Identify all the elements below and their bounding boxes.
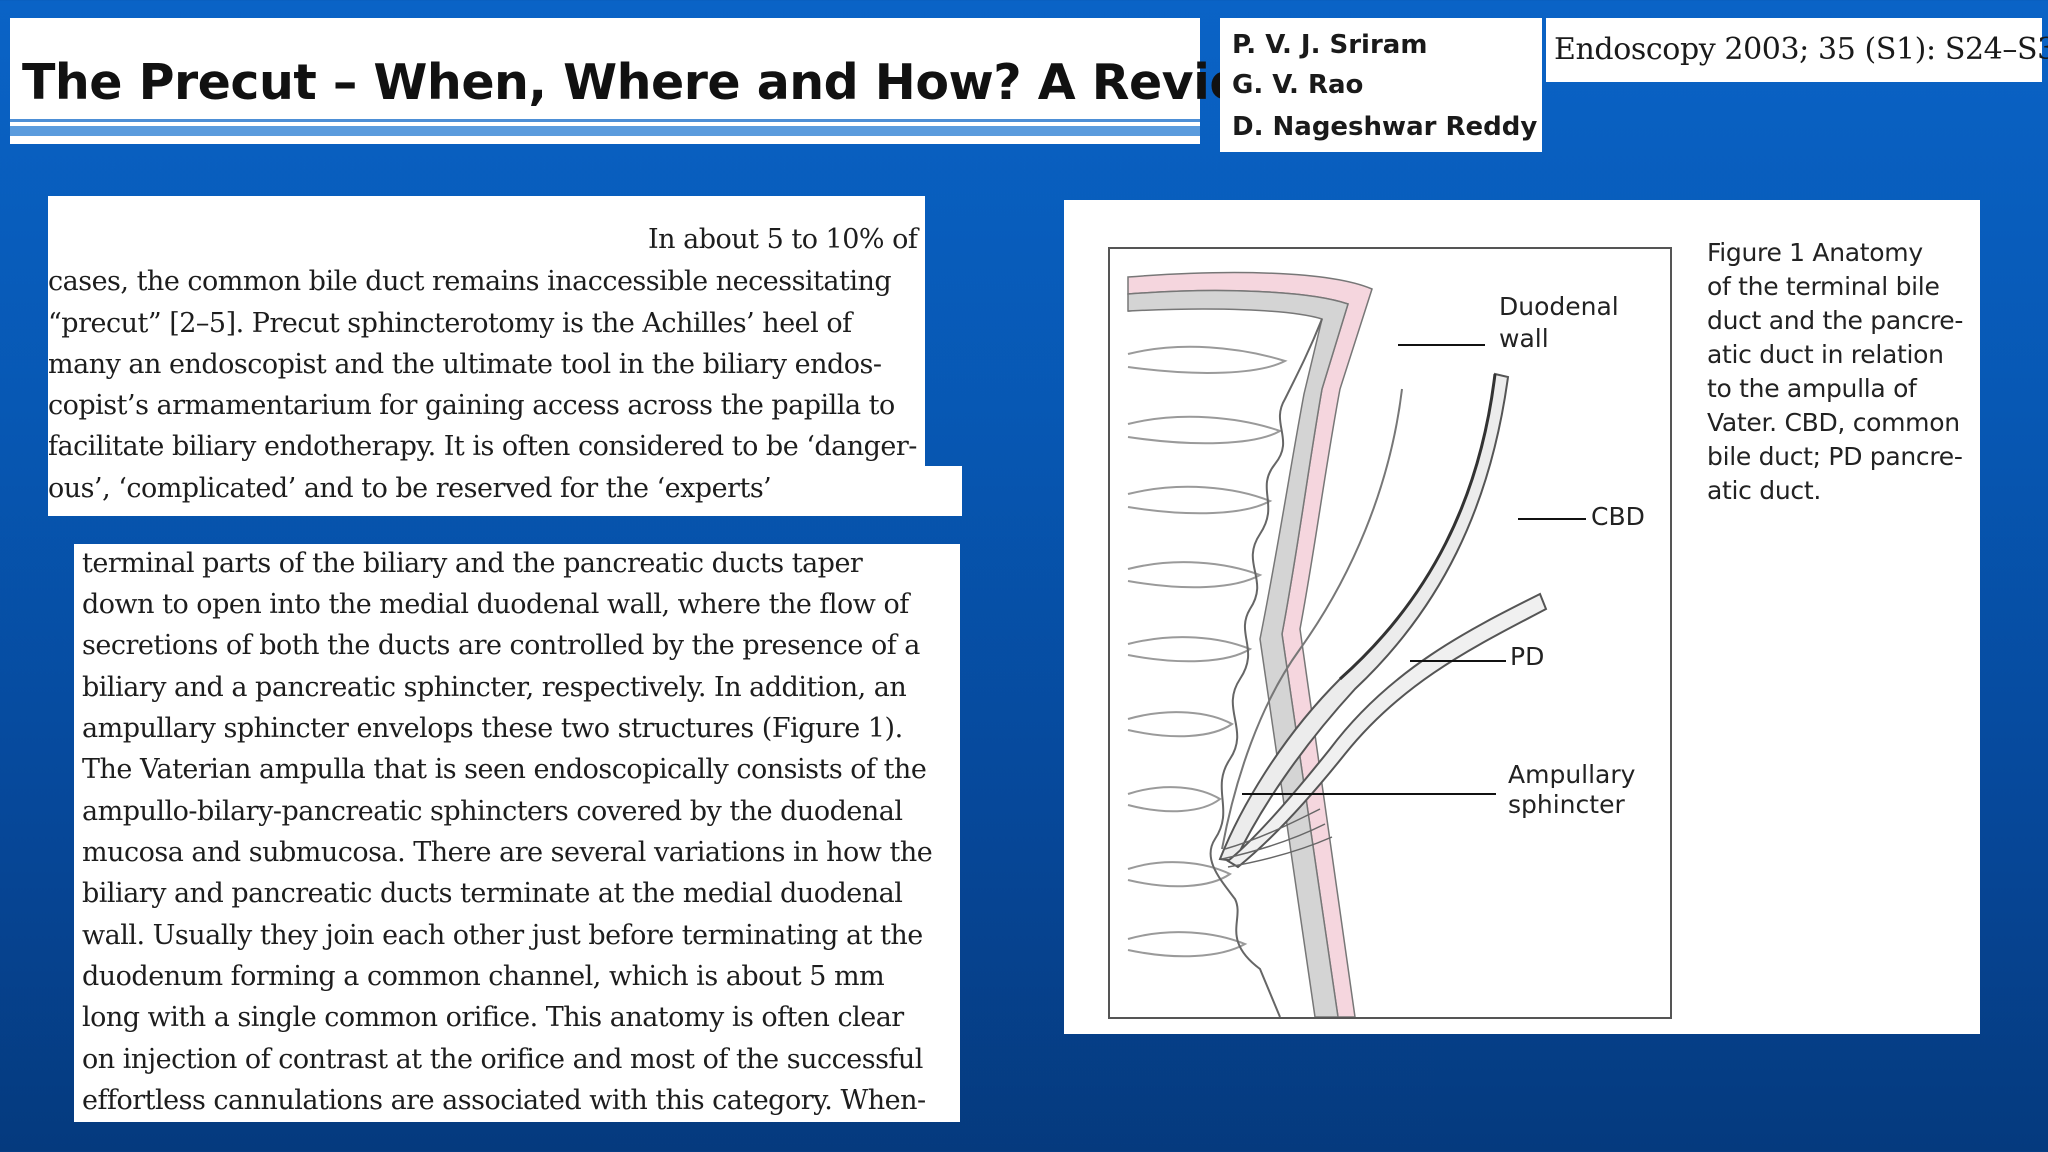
authors-box: P. V. J. Sriram G. V. Rao D. Nageshwar R…: [1220, 18, 1542, 152]
text-line: biliary and pancreatic ducts terminate a…: [82, 878, 903, 909]
figure-caption: duct and the pancre-: [1707, 306, 1964, 335]
text-line: cases, the common bile duct remains inac…: [48, 266, 892, 297]
figure-panel: Duodenal wall CBD PD Ampullary sphincter…: [1064, 200, 1980, 1034]
excerpt-1-top-left: [48, 196, 640, 254]
citation-text: Endoscopy 2003; 35 (S1): S24–S30: [1554, 32, 2048, 67]
label-cbd: CBD: [1591, 502, 1645, 531]
excerpt-2: [74, 544, 960, 1122]
text-line: In about 5 to 10% of: [648, 224, 918, 255]
text-line: down to open into the medial duodenal wa…: [82, 589, 909, 620]
anatomy-figure: [1108, 247, 1672, 1019]
title-rule-thick: [10, 126, 1200, 136]
text-line: duodenum forming a common channel, which…: [82, 961, 885, 992]
text-line: long with a single common orifice. This …: [82, 1002, 904, 1033]
author-name: G. V. Rao: [1232, 70, 1364, 100]
text-line: terminal parts of the biliary and the pa…: [82, 548, 863, 579]
anatomy-illustration: [1127, 271, 1586, 1017]
text-line: wall. Usually they join each other just …: [82, 920, 923, 951]
figure-caption: atic duct.: [1707, 476, 1821, 505]
text-line: many an endoscopist and the ultimate too…: [48, 349, 882, 380]
figure-caption: atic duct in relation: [1707, 340, 1944, 369]
label-duodenal-wall: Duodenal: [1499, 292, 1619, 321]
paper-title: The Precut – When, Where and How? A Revi…: [22, 54, 1287, 111]
text-line: ampullo-bilary-pancreatic sphincters cov…: [82, 796, 903, 827]
author-name: P. V. J. Sriram: [1232, 30, 1428, 60]
text-line: ampullary sphincter envelops these two s…: [82, 713, 903, 744]
figure-caption: of the terminal bile: [1707, 272, 1940, 301]
text-line: biliary and a pancreatic sphincter, resp…: [82, 672, 907, 703]
figure-caption: Vater. CBD, common: [1707, 408, 1960, 437]
figure-caption: bile duct; PD pancre-: [1707, 442, 1963, 471]
figure-caption: Figure 1 Anatomy: [1707, 238, 1923, 267]
text-line: copist’s armamentarium for gaining acces…: [48, 390, 895, 421]
title-rule: [10, 119, 1200, 122]
label-pd: PD: [1510, 642, 1545, 671]
label-ampullary-sphincter: sphincter: [1508, 790, 1625, 819]
label-duodenal-wall: wall: [1499, 324, 1549, 353]
text-line: ous’, ‘complicated’ and to be reserved f…: [48, 473, 772, 504]
text-line: facilitate biliary endotherapy. It is of…: [48, 431, 917, 462]
text-line: “precut” [2–5]. Precut sphincterotomy is…: [48, 308, 852, 339]
excerpt-1-top: [640, 196, 925, 254]
text-line: mucosa and submucosa. There are several …: [82, 837, 933, 868]
label-ampullary-sphincter: Ampullary: [1508, 760, 1636, 789]
author-name: D. Nageshwar Reddy: [1232, 112, 1538, 142]
figure-caption: to the ampulla of: [1707, 374, 1917, 403]
title-box: The Precut – When, Where and How? A Revi…: [10, 18, 1287, 144]
excerpt-1-bottom: [48, 466, 962, 516]
text-line: on injection of contrast at the orifice …: [82, 1044, 923, 1075]
text-line: secretions of both the ducts are control…: [82, 630, 920, 661]
excerpt-1-body: [48, 254, 925, 466]
citation-box: Endoscopy 2003; 35 (S1): S24–S30: [1546, 18, 2048, 82]
text-line: effortless cannulations are associated w…: [82, 1085, 926, 1116]
text-line: The Vaterian ampulla that is seen endosc…: [82, 754, 927, 785]
